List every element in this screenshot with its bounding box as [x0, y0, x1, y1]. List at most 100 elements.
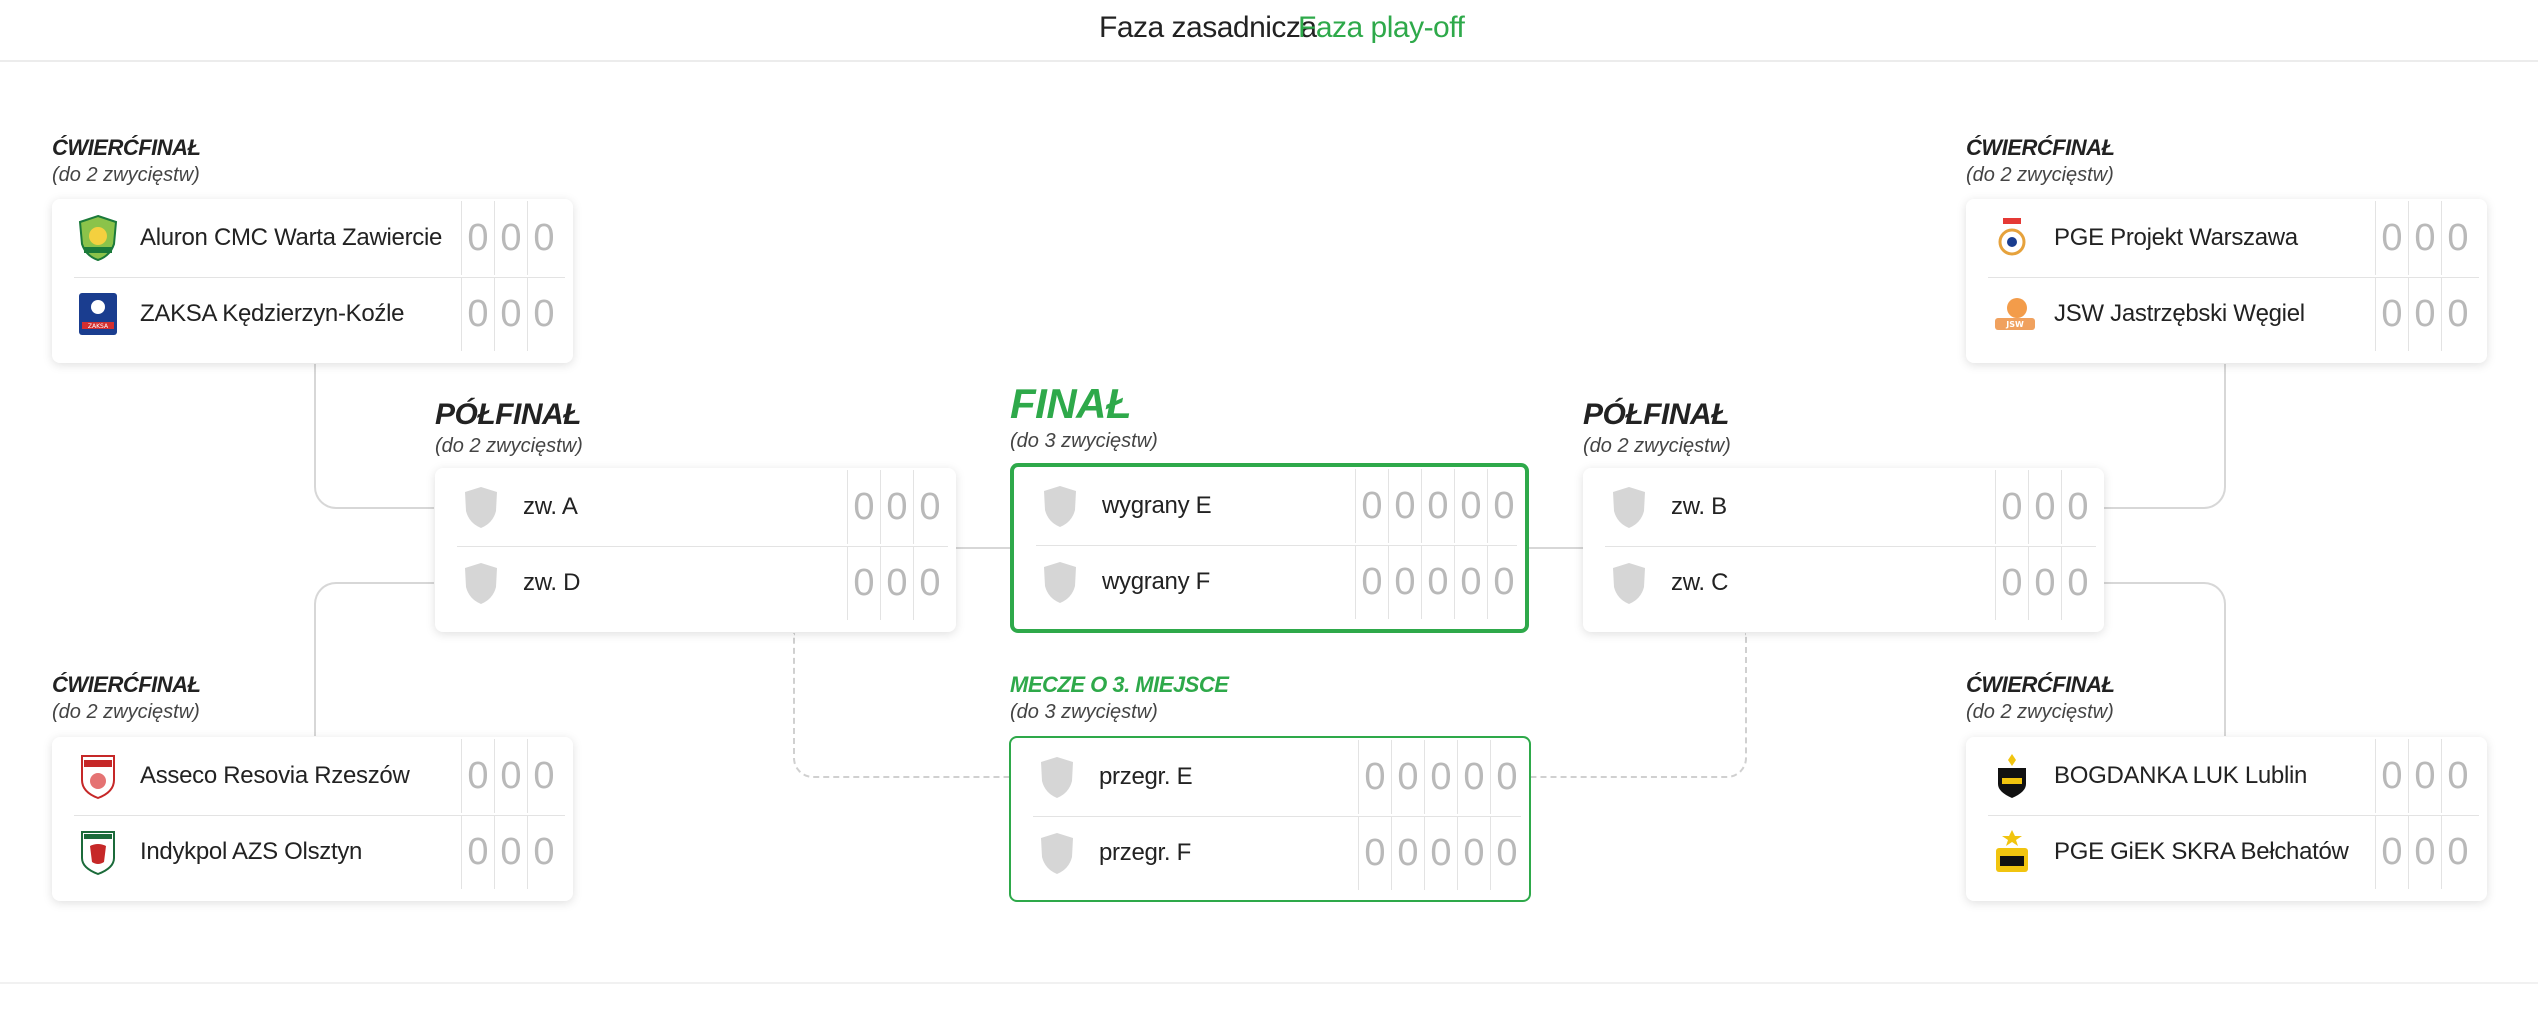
score-cell: 0 [2408, 277, 2441, 351]
connector-dotted [793, 633, 1010, 778]
tab-playoff[interactable]: Faza play-off [1298, 11, 1465, 44]
score-cell: 0 [1388, 469, 1421, 543]
connector-line [2104, 582, 2226, 736]
team-name: PGE GiEK SKRA Bełchatów [2054, 838, 2349, 865]
match-card-quarterfinal-bottom-left[interactable]: Asseco Resovia Rzeszów 0 0 0 Indykpol AZ… [52, 737, 573, 901]
score-cell: 0 [1995, 470, 2028, 544]
connector-line [314, 582, 434, 736]
team-row[interactable]: PGE Projekt Warszawa 0 0 0 [1966, 201, 2487, 275]
team-row[interactable]: przegr. E 0 0 0 0 0 [1011, 740, 1529, 814]
semifinal-heading-left: PÓŁFINAŁ(do 2 zwycięstw) [435, 398, 583, 457]
score-cells: 0 0 0 [847, 546, 946, 620]
score-cell: 0 [1424, 740, 1457, 814]
team-row[interactable]: PGE GiEK SKRA Bełchatów 0 0 0 [1966, 815, 2487, 889]
divider [1036, 545, 1517, 546]
final-heading: FINAŁ(do 3 zwycięstw) [1010, 380, 1158, 452]
match-card-third-place[interactable]: przegr. E 0 0 0 0 0 przegr. F 0 0 0 0 0 [1009, 736, 1531, 902]
score-cell: 0 [2375, 739, 2408, 813]
score-cell: 0 [1358, 816, 1391, 890]
score-cell: 0 [880, 546, 913, 620]
team-name: zw. C [1671, 569, 1729, 596]
match-card-semifinal-right[interactable]: zw. B 0 0 0 zw. C 0 0 0 [1583, 468, 2104, 632]
score-cells: 0 0 0 [461, 815, 560, 889]
score-cell: 0 [1388, 545, 1421, 619]
score-cells: 0 0 0 0 0 [1358, 740, 1523, 814]
score-cell: 0 [461, 815, 494, 889]
team-name: PGE Projekt Warszawa [2054, 224, 2298, 251]
score-cell: 0 [1457, 816, 1490, 890]
divider [457, 546, 948, 547]
score-cell: 0 [527, 277, 560, 351]
score-cell: 0 [1490, 740, 1523, 814]
score-cell: 0 [1421, 469, 1454, 543]
quarterfinal-heading-top-left: ĆWIERĆFINAŁ(do 2 zwycięstw) [52, 135, 201, 186]
match-card-final[interactable]: wygrany E 0 0 0 0 0 wygrany F 0 0 0 0 0 [1010, 463, 1529, 633]
score-cell: 0 [2375, 815, 2408, 889]
score-cell: 0 [494, 739, 527, 813]
shield-placeholder-icon [459, 559, 503, 607]
team-row[interactable]: przegr. F 0 0 0 0 0 [1011, 816, 1529, 890]
score-cells: 0 0 0 [2375, 739, 2474, 813]
team-row[interactable]: zw. C 0 0 0 [1583, 546, 2104, 620]
club-logo-icon [76, 214, 120, 262]
club-logo-icon [1990, 752, 2034, 800]
team-row[interactable]: Indykpol AZS Olsztyn 0 0 0 [52, 815, 573, 889]
shield-placeholder-icon [1038, 482, 1082, 530]
team-row[interactable]: zw. D 0 0 0 [435, 546, 956, 620]
team-name: Asseco Resovia Rzeszów [140, 762, 410, 789]
score-cell: 0 [527, 815, 560, 889]
phase-tabs: Faza zasadnicza Faza play-off [0, 0, 2538, 62]
connector-dotted [1529, 633, 1747, 778]
team-row[interactable]: JSW JSW Jastrzębski Węgiel 0 0 0 [1966, 277, 2487, 351]
team-row[interactable]: Aluron CMC Warta Zawiercie 0 0 0 [52, 201, 573, 275]
score-cell: 0 [527, 739, 560, 813]
team-row[interactable]: BOGDANKA LUK Lublin 0 0 0 [1966, 739, 2487, 813]
score-cell: 0 [2375, 201, 2408, 275]
score-cell: 0 [1490, 816, 1523, 890]
match-card-quarterfinal-top-right[interactable]: PGE Projekt Warszawa 0 0 0 JSW JSW Jastr… [1966, 199, 2487, 363]
team-row[interactable]: zw. B 0 0 0 [1583, 470, 2104, 544]
match-card-semifinal-left[interactable]: zw. A 0 0 0 zw. D 0 0 0 [435, 468, 956, 632]
score-cell: 0 [1995, 546, 2028, 620]
score-cell: 0 [1424, 816, 1457, 890]
team-name: przegr. F [1099, 839, 1191, 866]
team-row[interactable]: wygrany E 0 0 0 0 0 [1014, 469, 1525, 543]
score-cell: 0 [2028, 546, 2061, 620]
tab-regular-season[interactable]: Faza zasadnicza [1099, 11, 1317, 44]
score-cell: 0 [2441, 277, 2474, 351]
team-name: BOGDANKA LUK Lublin [2054, 762, 2308, 789]
team-name: Aluron CMC Warta Zawiercie [140, 224, 443, 251]
divider [1988, 815, 2479, 816]
match-card-quarterfinal-bottom-right[interactable]: BOGDANKA LUK Lublin 0 0 0 PGE GiEK SKRA … [1966, 737, 2487, 901]
connector-line [2104, 364, 2226, 509]
score-cell: 0 [494, 277, 527, 351]
quarterfinal-heading-bottom-right: ĆWIERĆFINAŁ(do 2 zwycięstw) [1966, 672, 2115, 723]
match-card-quarterfinal-top-left[interactable]: Aluron CMC Warta Zawiercie 0 0 0 ZAKSA Z… [52, 199, 573, 363]
divider [74, 815, 565, 816]
score-cell: 0 [1454, 545, 1487, 619]
team-row[interactable]: ZAKSA ZAKSA Kędzierzyn-Koźle 0 0 0 [52, 277, 573, 351]
shield-placeholder-icon [1035, 829, 1079, 877]
team-name: zw. B [1671, 493, 1727, 520]
svg-text:JSW: JSW [2005, 320, 2024, 329]
shield-placeholder-icon [1607, 559, 1651, 607]
team-row[interactable]: Asseco Resovia Rzeszów 0 0 0 [52, 739, 573, 813]
team-row[interactable]: wygrany F 0 0 0 0 0 [1014, 545, 1525, 619]
score-cells: 0 0 0 [2375, 201, 2474, 275]
shield-placeholder-icon [1607, 483, 1651, 531]
club-logo-icon [76, 828, 120, 876]
score-cell: 0 [913, 546, 946, 620]
score-cell: 0 [1454, 469, 1487, 543]
team-name: JSW Jastrzębski Węgiel [2054, 300, 2305, 327]
score-cell: 0 [880, 470, 913, 544]
club-logo-icon: ZAKSA [76, 290, 120, 338]
team-row[interactable]: zw. A 0 0 0 [435, 470, 956, 544]
connector-line [314, 364, 434, 509]
club-logo-icon [1990, 214, 2034, 262]
score-cell: 0 [494, 201, 527, 275]
score-cell: 0 [2408, 201, 2441, 275]
score-cell: 0 [2408, 739, 2441, 813]
divider [1033, 816, 1521, 817]
score-cells: 0 0 0 0 0 [1355, 545, 1520, 619]
score-cell: 0 [2061, 546, 2094, 620]
